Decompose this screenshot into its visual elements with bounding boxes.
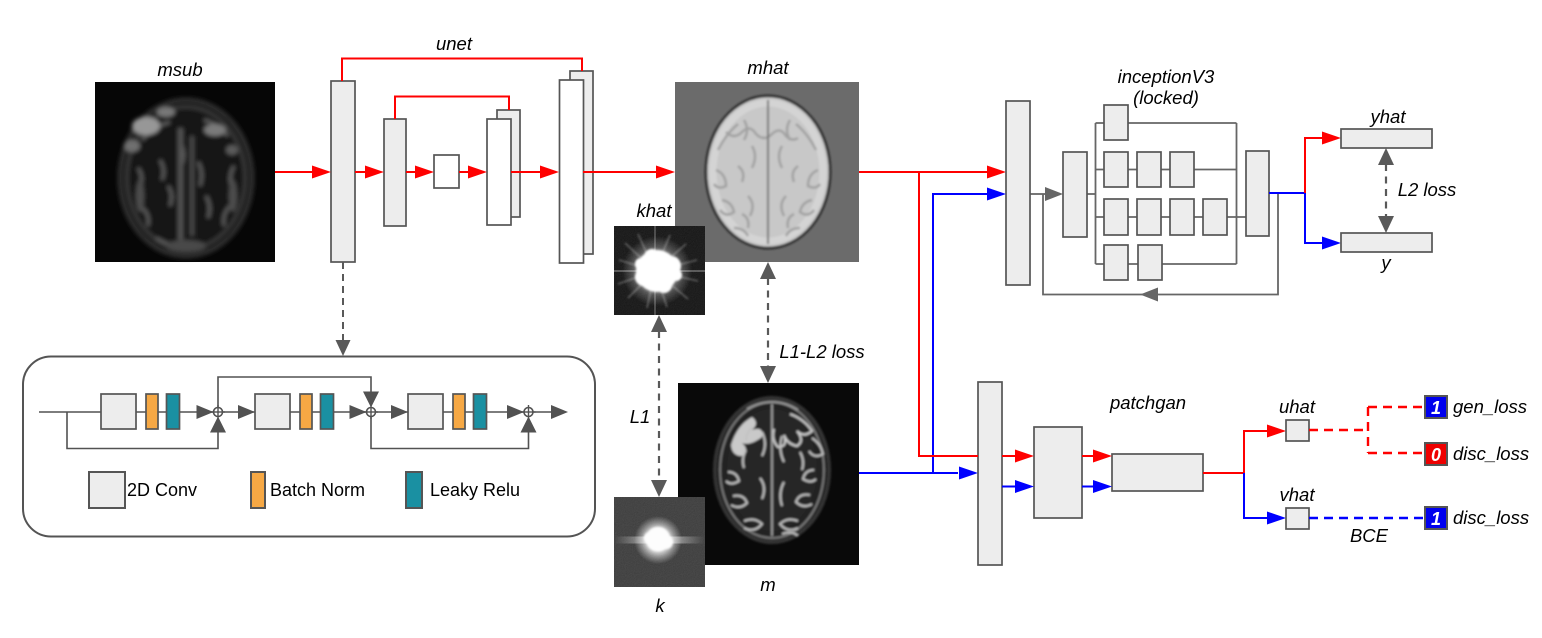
svg-text:1: 1: [1431, 509, 1441, 529]
svg-text:inceptionV3: inceptionV3: [1118, 66, 1215, 87]
svg-text:patchgan: patchgan: [1109, 392, 1186, 413]
svg-text:Leaky Relu: Leaky Relu: [430, 480, 520, 500]
svg-text:khat: khat: [637, 200, 673, 221]
svg-text:k: k: [655, 595, 666, 616]
svg-text:L2 loss: L2 loss: [1398, 179, 1457, 200]
svg-text:m: m: [760, 574, 775, 595]
svg-text:unet: unet: [436, 33, 473, 54]
svg-text:(locked): (locked): [1133, 87, 1199, 108]
svg-text:uhat: uhat: [1279, 396, 1316, 417]
svg-text:1: 1: [1431, 398, 1441, 418]
svg-text:yhat: yhat: [1369, 106, 1407, 127]
svg-text:disc_loss: disc_loss: [1453, 443, 1529, 464]
svg-text:Batch Norm: Batch Norm: [270, 480, 365, 500]
svg-text:y: y: [1379, 252, 1392, 273]
svg-text:2D Conv: 2D Conv: [127, 480, 197, 500]
svg-text:0: 0: [1431, 445, 1441, 465]
svg-text:vhat: vhat: [1280, 484, 1316, 505]
svg-text:gen_loss: gen_loss: [1453, 396, 1527, 417]
svg-text:L1-L2 loss: L1-L2 loss: [779, 341, 864, 362]
svg-text:disc_loss: disc_loss: [1453, 507, 1529, 528]
svg-text:L1: L1: [630, 406, 651, 427]
svg-text:msub: msub: [157, 59, 202, 80]
svg-text:mhat: mhat: [747, 57, 789, 78]
svg-text:BCE: BCE: [1350, 525, 1389, 546]
